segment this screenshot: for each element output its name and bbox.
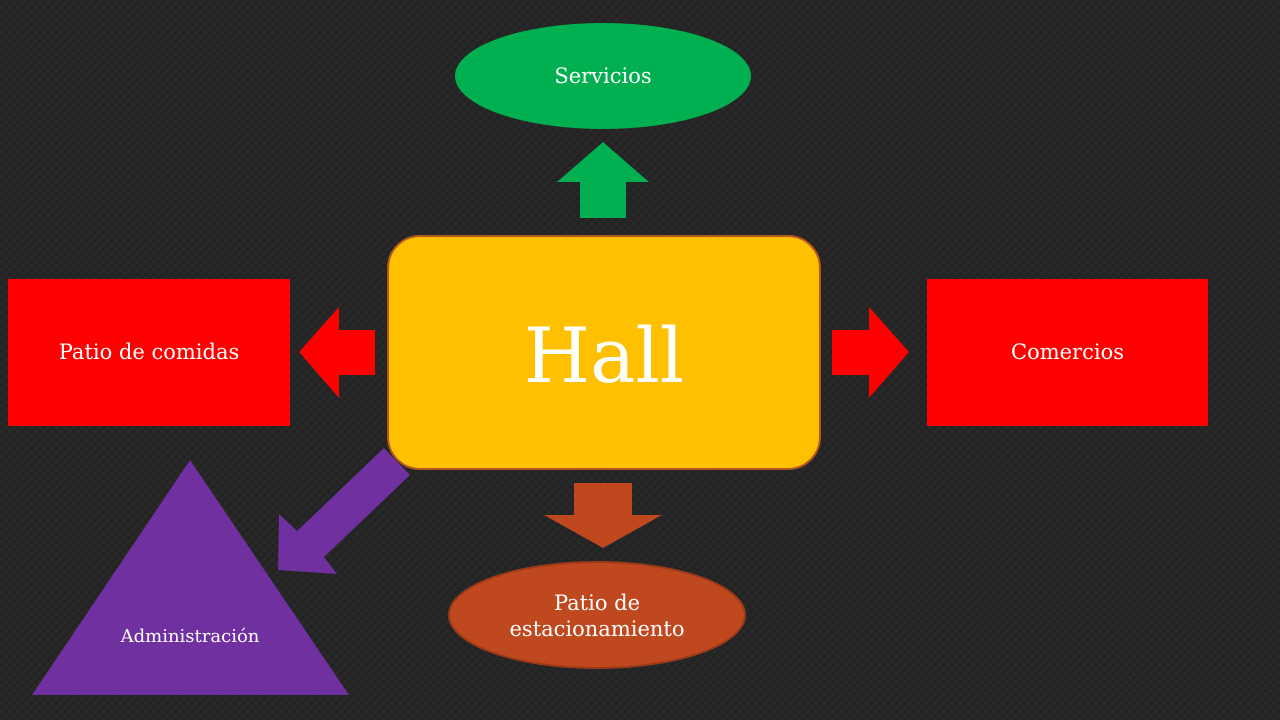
administracion-label: Administración bbox=[120, 625, 260, 647]
administracion-node bbox=[32, 460, 349, 695]
arrow-right-to-comercios bbox=[832, 307, 909, 398]
comercios-node bbox=[927, 279, 1208, 426]
patio-comidas-node bbox=[8, 279, 290, 426]
arrow-left-to-patio-comidas bbox=[299, 307, 375, 398]
arrow-diagonal-to-administracion bbox=[278, 448, 410, 574]
servicios-node bbox=[455, 23, 751, 129]
patio-estacionamiento-label: Patio de estacionamiento bbox=[509, 590, 685, 641]
comercios-label: Comercios bbox=[1011, 339, 1124, 364]
patio-estacionamiento-node bbox=[448, 561, 746, 669]
arrow-down-to-estacionamiento bbox=[544, 483, 662, 548]
hall-node bbox=[387, 235, 821, 470]
arrow-up-to-servicios bbox=[557, 142, 649, 218]
servicios-label: Servicios bbox=[554, 63, 652, 88]
patio-comidas-label: Patio de comidas bbox=[58, 339, 240, 364]
hall-label: Hall bbox=[523, 310, 685, 400]
